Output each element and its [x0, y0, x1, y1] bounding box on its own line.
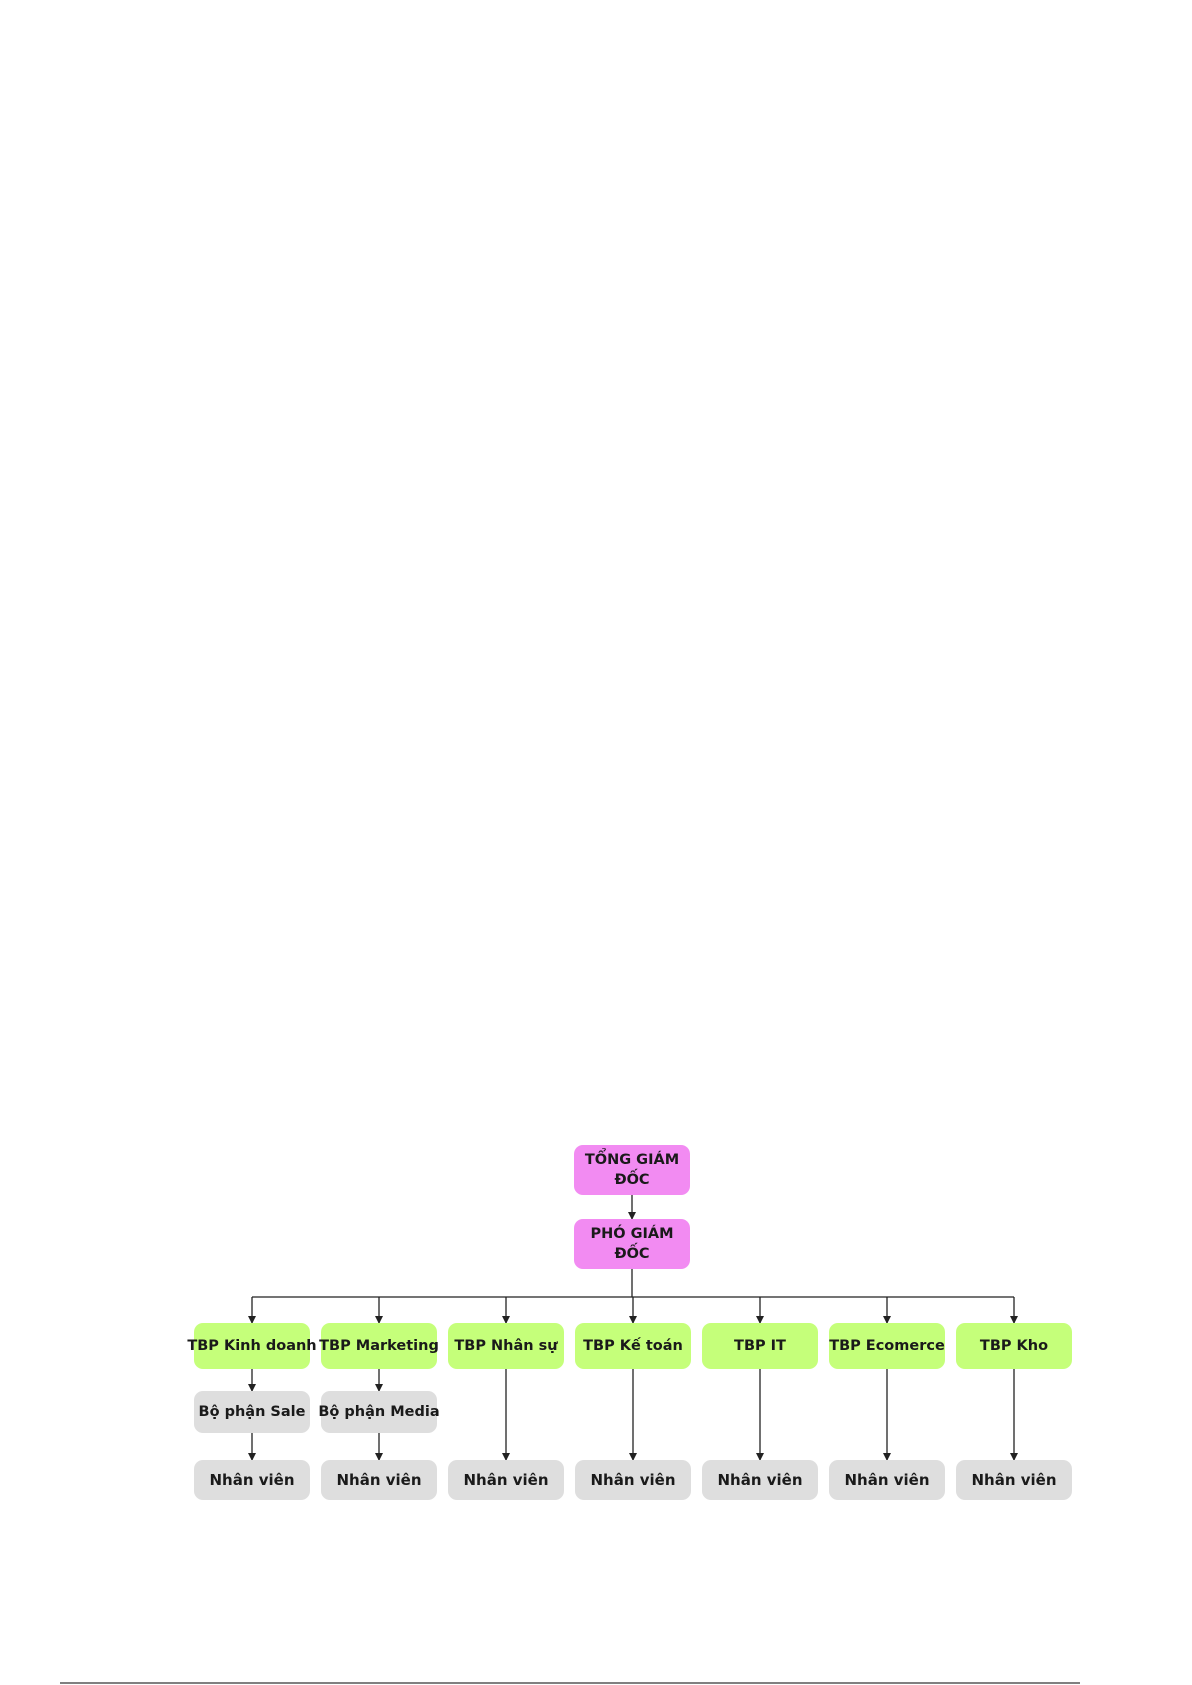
department-head-node-3-label: TBP Nhân sự: [454, 1338, 558, 1354]
staff-node-3-label: Nhân viên: [463, 1471, 548, 1489]
sub-unit-node-2: Bộ phận Media: [318, 1391, 439, 1433]
staff-node-4: Nhân viên: [575, 1460, 691, 1500]
department-head-node-7: TBP Kho: [956, 1323, 1072, 1369]
department-head-node-4: TBP Kế toán: [575, 1323, 691, 1369]
department-head-node-6-label: TBP Ecomerce: [829, 1338, 945, 1354]
staff-node-7-label: Nhân viên: [971, 1471, 1056, 1489]
department-head-node-4-label: TBP Kế toán: [583, 1337, 683, 1354]
sub-unit-node-2-label: Bộ phận Media: [318, 1404, 439, 1420]
staff-node-1: Nhân viên: [194, 1460, 310, 1500]
staff-node-5: Nhân viên: [702, 1460, 818, 1500]
staff-node-3: Nhân viên: [448, 1460, 564, 1500]
staff-node-4-label: Nhân viên: [590, 1471, 675, 1489]
staff-node-5-label: Nhân viên: [717, 1471, 802, 1489]
department-head-node-5-label: TBP IT: [734, 1338, 786, 1354]
department-head-node-5: TBP IT: [702, 1323, 818, 1369]
department-head-node-7-label: TBP Kho: [980, 1338, 1048, 1354]
department-head-node-1: TBP Kinh doanh: [187, 1323, 316, 1369]
staff-node-6-label: Nhân viên: [844, 1471, 929, 1489]
department-head-node-3: TBP Nhân sự: [448, 1323, 564, 1369]
department-head-node-6: TBP Ecomerce: [829, 1323, 945, 1369]
department-head-node-1-label: TBP Kinh doanh: [187, 1338, 316, 1354]
deputy-ceo-node-label: PHÓ GIÁM: [590, 1224, 673, 1242]
sub-unit-node-1-label: Bộ phận Sale: [199, 1404, 306, 1420]
staff-node-7: Nhân viên: [956, 1460, 1072, 1500]
department-head-node-2: TBP Marketing: [319, 1323, 439, 1369]
staff-node-2-label: Nhân viên: [336, 1471, 421, 1489]
staff-node-2: Nhân viên: [321, 1460, 437, 1500]
staff-node-6: Nhân viên: [829, 1460, 945, 1500]
staff-node-1-label: Nhân viên: [209, 1471, 294, 1489]
sub-unit-node-1: Bộ phận Sale: [194, 1391, 310, 1433]
department-head-node-2-label: TBP Marketing: [319, 1338, 439, 1354]
